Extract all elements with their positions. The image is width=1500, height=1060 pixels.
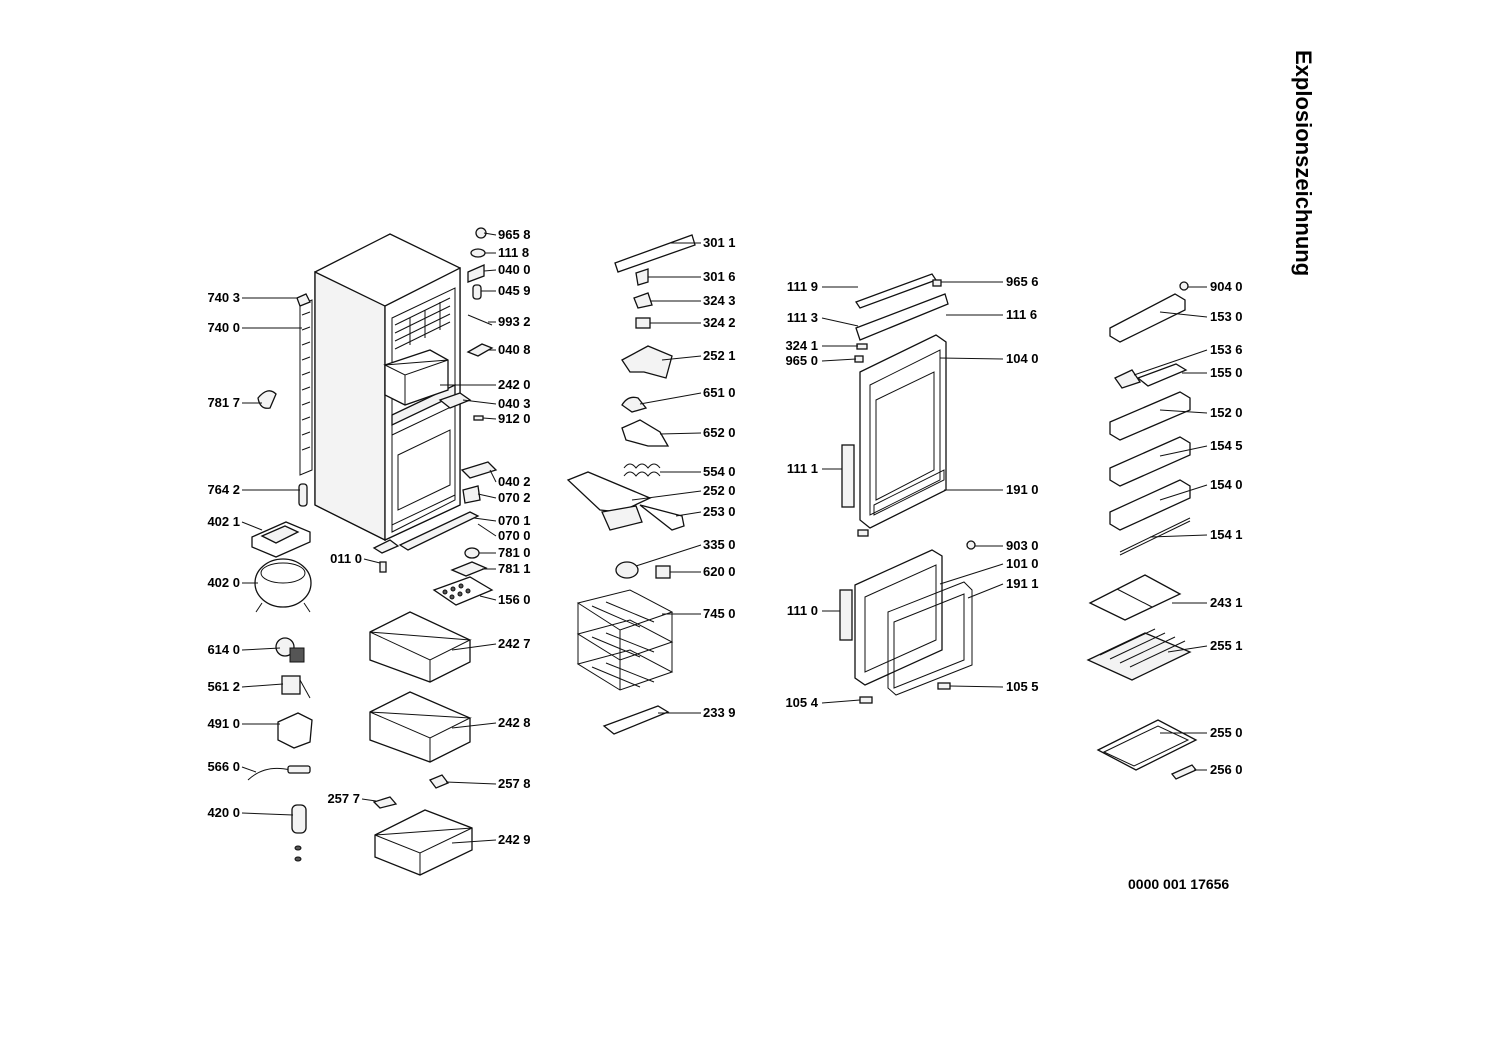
part-label: 561 2 [207, 679, 240, 694]
part-label: 111 6 [1006, 307, 1038, 322]
part-label: 040 3 [498, 396, 531, 411]
cabinet-body [299, 233, 461, 542]
diagram-title: Explosionszeichnung [1291, 50, 1316, 277]
part-label: 324 3 [703, 293, 736, 308]
part-label: 242 0 [498, 377, 531, 392]
part-label: 257 8 [498, 776, 531, 791]
part-label: 111 3 [786, 310, 818, 325]
part-label: 156 0 [498, 592, 531, 607]
part-label: 740 3 [207, 290, 240, 305]
part-label: 105 5 [1006, 679, 1039, 694]
part-label: 324 1 [785, 338, 818, 353]
part-label: 191 1 [1006, 576, 1039, 591]
part-label: 903 0 [1006, 538, 1039, 553]
part-label: 566 0 [207, 759, 240, 774]
part-label: 104 0 [1006, 351, 1039, 366]
part-label: 253 0 [703, 504, 736, 519]
part-label: 070 2 [498, 490, 531, 505]
part-label: 781 0 [498, 545, 531, 560]
part-label: 402 0 [207, 575, 240, 590]
part-label: 252 1 [703, 348, 736, 363]
part-label: 105 4 [785, 695, 818, 710]
part-label: 111 8 [498, 245, 530, 260]
door-accessory-parts [1086, 281, 1198, 780]
part-label: 335 0 [703, 537, 736, 552]
part-label: 764 2 [207, 482, 240, 497]
part-label: 243 1 [1210, 595, 1243, 610]
part-label: 554 0 [703, 464, 736, 479]
part-label: 491 0 [207, 716, 240, 731]
interior-parts [566, 234, 696, 735]
part-label: 040 0 [498, 262, 531, 277]
part-label: 255 0 [1210, 725, 1243, 740]
part-label: 301 6 [703, 269, 736, 284]
part-label: 153 6 [1210, 342, 1243, 357]
left-column-parts [247, 293, 313, 862]
part-label: 781 7 [207, 395, 240, 410]
part-label: 155 0 [1210, 365, 1243, 380]
part-label: 154 1 [1210, 527, 1243, 542]
part-label: 324 2 [703, 315, 736, 330]
door-parts [839, 273, 976, 704]
part-label: 111 1 [786, 461, 818, 476]
part-label: 402 1 [207, 514, 240, 529]
part-label: 745 0 [703, 606, 736, 621]
part-label: 965 6 [1006, 274, 1039, 289]
part-label: 740 0 [207, 320, 240, 335]
part-label: 153 0 [1210, 309, 1243, 324]
part-label: 011 0 [330, 551, 362, 566]
part-label: 965 8 [498, 227, 531, 242]
part-label: 040 2 [498, 474, 531, 489]
part-label: 040 8 [498, 342, 531, 357]
part-label: 154 5 [1210, 438, 1243, 453]
small-parts-column [369, 227, 498, 876]
part-label: 252 0 [703, 483, 736, 498]
part-label: 242 9 [498, 832, 531, 847]
part-label: 620 0 [703, 564, 736, 579]
part-label: 242 7 [498, 636, 531, 651]
document-number: 0000 001 17656 [1128, 876, 1230, 892]
part-label: 912 0 [498, 411, 531, 426]
part-label: 070 0 [498, 528, 531, 543]
part-label: 652 0 [703, 425, 736, 440]
part-label: 420 0 [207, 805, 240, 820]
part-label: 257 7 [327, 791, 360, 806]
leader-lines [241, 232, 1208, 844]
part-label: 111 0 [786, 603, 818, 618]
part-label: 651 0 [703, 385, 736, 400]
part-label: 255 1 [1210, 638, 1243, 653]
part-label: 904 0 [1210, 279, 1243, 294]
part-label: 781 1 [498, 561, 531, 576]
part-label: 101 0 [1006, 556, 1039, 571]
part-label: 045 9 [498, 283, 531, 298]
part-label: 242 8 [498, 715, 531, 730]
part-label: 965 0 [785, 353, 818, 368]
part-label: 152 0 [1210, 405, 1243, 420]
part-label: 111 9 [786, 279, 818, 294]
part-label: 301 1 [703, 235, 736, 250]
part-label: 191 0 [1006, 482, 1039, 497]
part-label: 070 1 [498, 513, 531, 528]
part-label: 993 2 [498, 314, 531, 329]
part-label: 256 0 [1210, 762, 1243, 777]
part-label: 614 0 [207, 642, 240, 657]
part-label: 233 9 [703, 705, 736, 720]
part-label: 154 0 [1210, 477, 1243, 492]
